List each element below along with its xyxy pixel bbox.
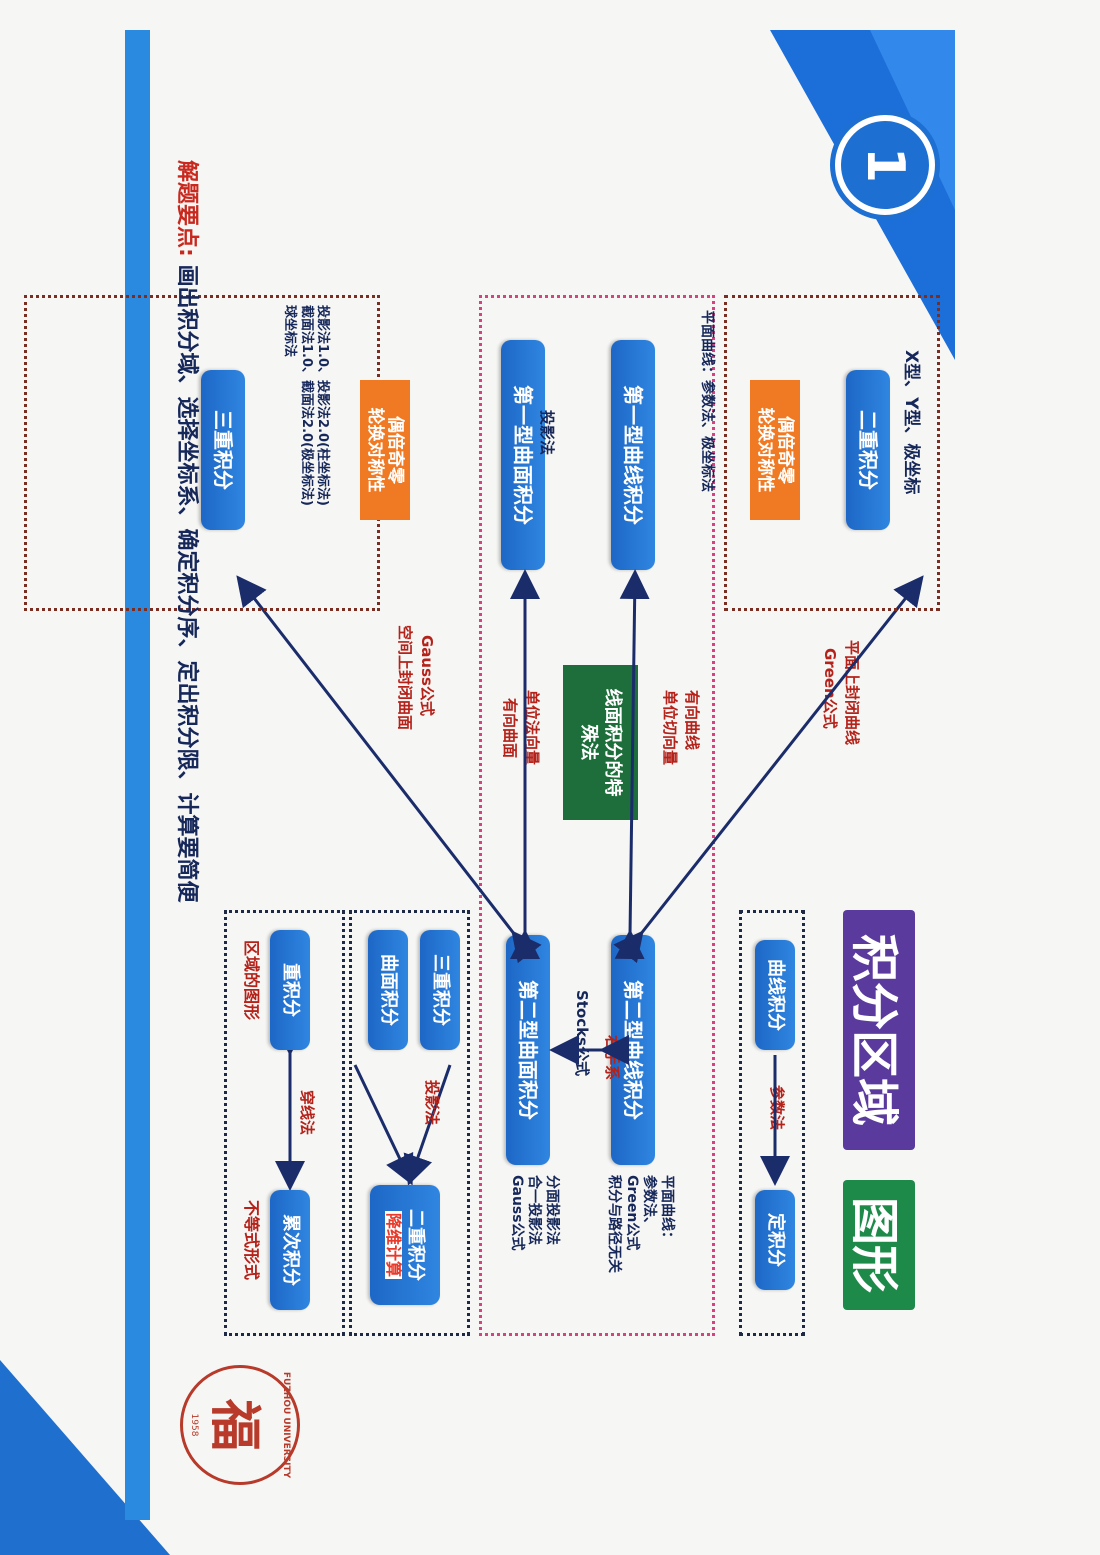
projection-arrow-surface	[403, 1064, 452, 1186]
university-seal: FUZHOU UNIVERSITY 福 1958	[180, 1365, 300, 1485]
double-integral-box: 二重积分	[846, 370, 890, 530]
triple-note-1: 投影法1.0、投影法2.0(柱坐标法)	[315, 305, 330, 506]
edge-gauss	[236, 575, 542, 964]
triple-note-2: 截面法1.0、截面法2.0(极坐标法)	[298, 305, 314, 506]
multiple-integral-box: 重积分	[270, 930, 310, 1050]
iterated-integral-box: 累次积分	[270, 1190, 310, 1310]
triple-note-3: 球坐标法	[282, 305, 298, 358]
region-shape-label: 区域的图形	[242, 940, 261, 1021]
xy-types-label: X型、Y型、极坐标	[901, 350, 921, 495]
double-integral-b-text: 二重积分	[405, 1209, 427, 1281]
tips-line: 解题要点: 画出积分域、选择坐标系、确定积分序、定出积分限、计算要简便	[173, 160, 205, 902]
triple-notes: 投影法1.0、投影法2.0(柱坐标法) 截面法1.0、截面法2.0(极坐标法) …	[281, 305, 331, 506]
parity-box-left: 偶倍奇零 轮换对称性	[360, 380, 410, 520]
triple-integral-box-a: 三重积分	[420, 930, 460, 1050]
triple-integral-text: 三重积分	[211, 410, 235, 490]
surface-integral-text: 曲面积分	[377, 954, 399, 1026]
parity-left-text-2: 轮换对称性	[365, 407, 385, 493]
projection-arrow-triple	[353, 1064, 414, 1186]
surface-integral-box: 曲面积分	[368, 930, 408, 1050]
parity-text-1: 偶倍奇零	[775, 416, 796, 484]
seal-year: 1958	[189, 1413, 199, 1437]
edge-curve	[614, 569, 650, 960]
dimension-reduction-text: 降维计算	[384, 1210, 404, 1279]
parity-left-text-1: 偶倍奇零	[385, 416, 406, 484]
triple-integral-box: 三重积分	[201, 370, 245, 530]
tips-label: 解题要点:	[174, 160, 199, 257]
iterated-integral-text: 累次积分	[279, 1214, 301, 1286]
first-curve-notes: 平面曲线：参数法、极坐标法	[699, 310, 715, 492]
double-integral-text: 二重积分	[856, 410, 880, 490]
parity-box-right: 偶倍奇零 轮换对称性	[750, 380, 800, 520]
multiple-integral-text: 重积分	[279, 963, 301, 1017]
seal-ring-text: FUZHOU UNIVERSITY	[281, 1371, 291, 1479]
edge-green	[613, 575, 924, 964]
projection-label: 投影法	[538, 410, 556, 456]
projection-method-label: 投影法	[423, 1080, 441, 1126]
seal-center-char: 福	[204, 1398, 265, 1451]
inequality-form-label: 不等式形式	[242, 1200, 261, 1281]
triple-integral-a-text: 三重积分	[429, 954, 451, 1026]
tips-text: 画出积分域、选择坐标系、确定积分序、定出积分限、计算要简便	[174, 256, 199, 903]
bottom-bar	[125, 30, 150, 1520]
parity-text-2: 轮换对称性	[755, 407, 775, 493]
double-integral-box-b: 二重积分 降维计算	[370, 1185, 440, 1305]
crossing-method-label: 穿线法	[298, 1090, 316, 1136]
